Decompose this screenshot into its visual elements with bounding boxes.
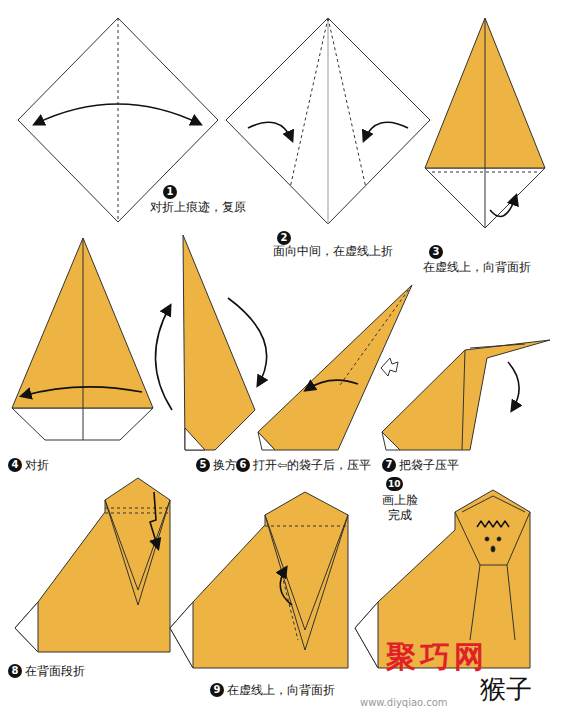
watermark: 聚巧网	[386, 640, 488, 674]
step-number: 2	[277, 231, 291, 245]
step-number: 6	[236, 458, 250, 472]
step-number: 1	[163, 185, 177, 199]
step-text: 画上脸	[382, 493, 418, 507]
step-text: 对折上痕迹，复原	[150, 200, 246, 214]
step-number: 10	[386, 477, 403, 491]
step-text: 对折	[25, 458, 49, 472]
step-number: 4	[8, 458, 22, 472]
step-number: 7	[382, 458, 396, 472]
step-text: 在背面段折	[25, 664, 85, 678]
step-number: 9	[210, 683, 224, 697]
title: 猴子	[480, 674, 532, 704]
step-text: 打开⇦的袋子后，压平	[253, 458, 371, 472]
step-text: 在虚线上，向背面折	[227, 683, 335, 697]
step-number: 5	[196, 458, 210, 472]
step-text: 把袋子压平	[399, 458, 459, 472]
step-text: 面向中间，在虚线上折	[273, 244, 393, 258]
step-number: 8	[8, 664, 22, 678]
step-number: 3	[429, 245, 443, 259]
step-text: 完成	[388, 508, 412, 522]
step-text: 在虚线上，向背面折	[423, 260, 531, 274]
watermark-url: www.diyqiao.com	[360, 697, 448, 709]
